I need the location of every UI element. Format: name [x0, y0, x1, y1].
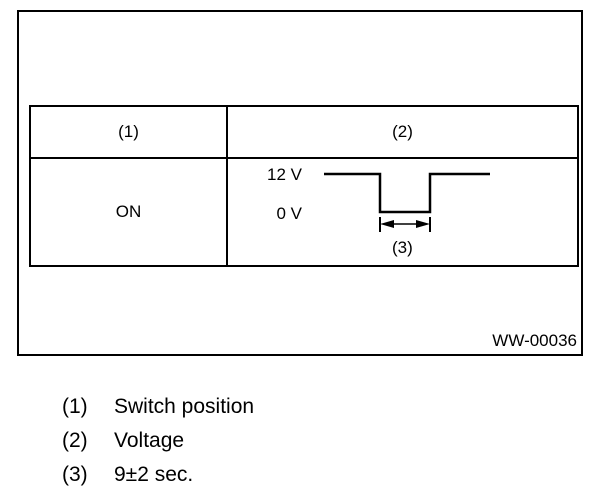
header-voltage: (2) [226, 105, 579, 159]
legend-item: (2) Voltage [62, 424, 254, 458]
duration-arrowhead-right [416, 220, 430, 228]
duration-arrowhead-left [380, 220, 394, 228]
legend: (1) Switch position (2) Voltage (3) 9±2 … [62, 390, 254, 492]
switch-position-value: ON [29, 157, 228, 267]
figure-frame: (1) (2) ON 12 V 0 V (3) [17, 10, 583, 356]
signal-table: (1) (2) ON 12 V 0 V (3) [29, 105, 579, 267]
legend-text: Switch position [114, 395, 255, 418]
legend-text: Voltage [114, 429, 185, 452]
duration-callout: (3) [392, 238, 413, 257]
pulse-waveform [324, 172, 490, 232]
low-voltage-label: 0 V [276, 204, 302, 223]
table-row: ON 12 V 0 V (3) [29, 157, 579, 267]
legend-item: (3) 9±2 sec. [62, 458, 254, 492]
legend-number: (1) [62, 395, 88, 418]
legend-number: (3) [62, 463, 88, 486]
figure-code: WW-00036 [492, 331, 577, 350]
legend-number: (2) [62, 429, 88, 452]
pulse-trace [324, 172, 490, 214]
legend-text: 9±2 sec. [114, 463, 194, 486]
waveform: 12 V 0 V (3) [228, 159, 577, 265]
waveform-cell: 12 V 0 V (3) [226, 157, 579, 267]
legend-item: (1) Switch position [62, 390, 254, 424]
table-header-row: (1) (2) [29, 105, 579, 159]
high-voltage-label: 12 V [267, 165, 302, 184]
header-switch-position: (1) [29, 105, 228, 159]
